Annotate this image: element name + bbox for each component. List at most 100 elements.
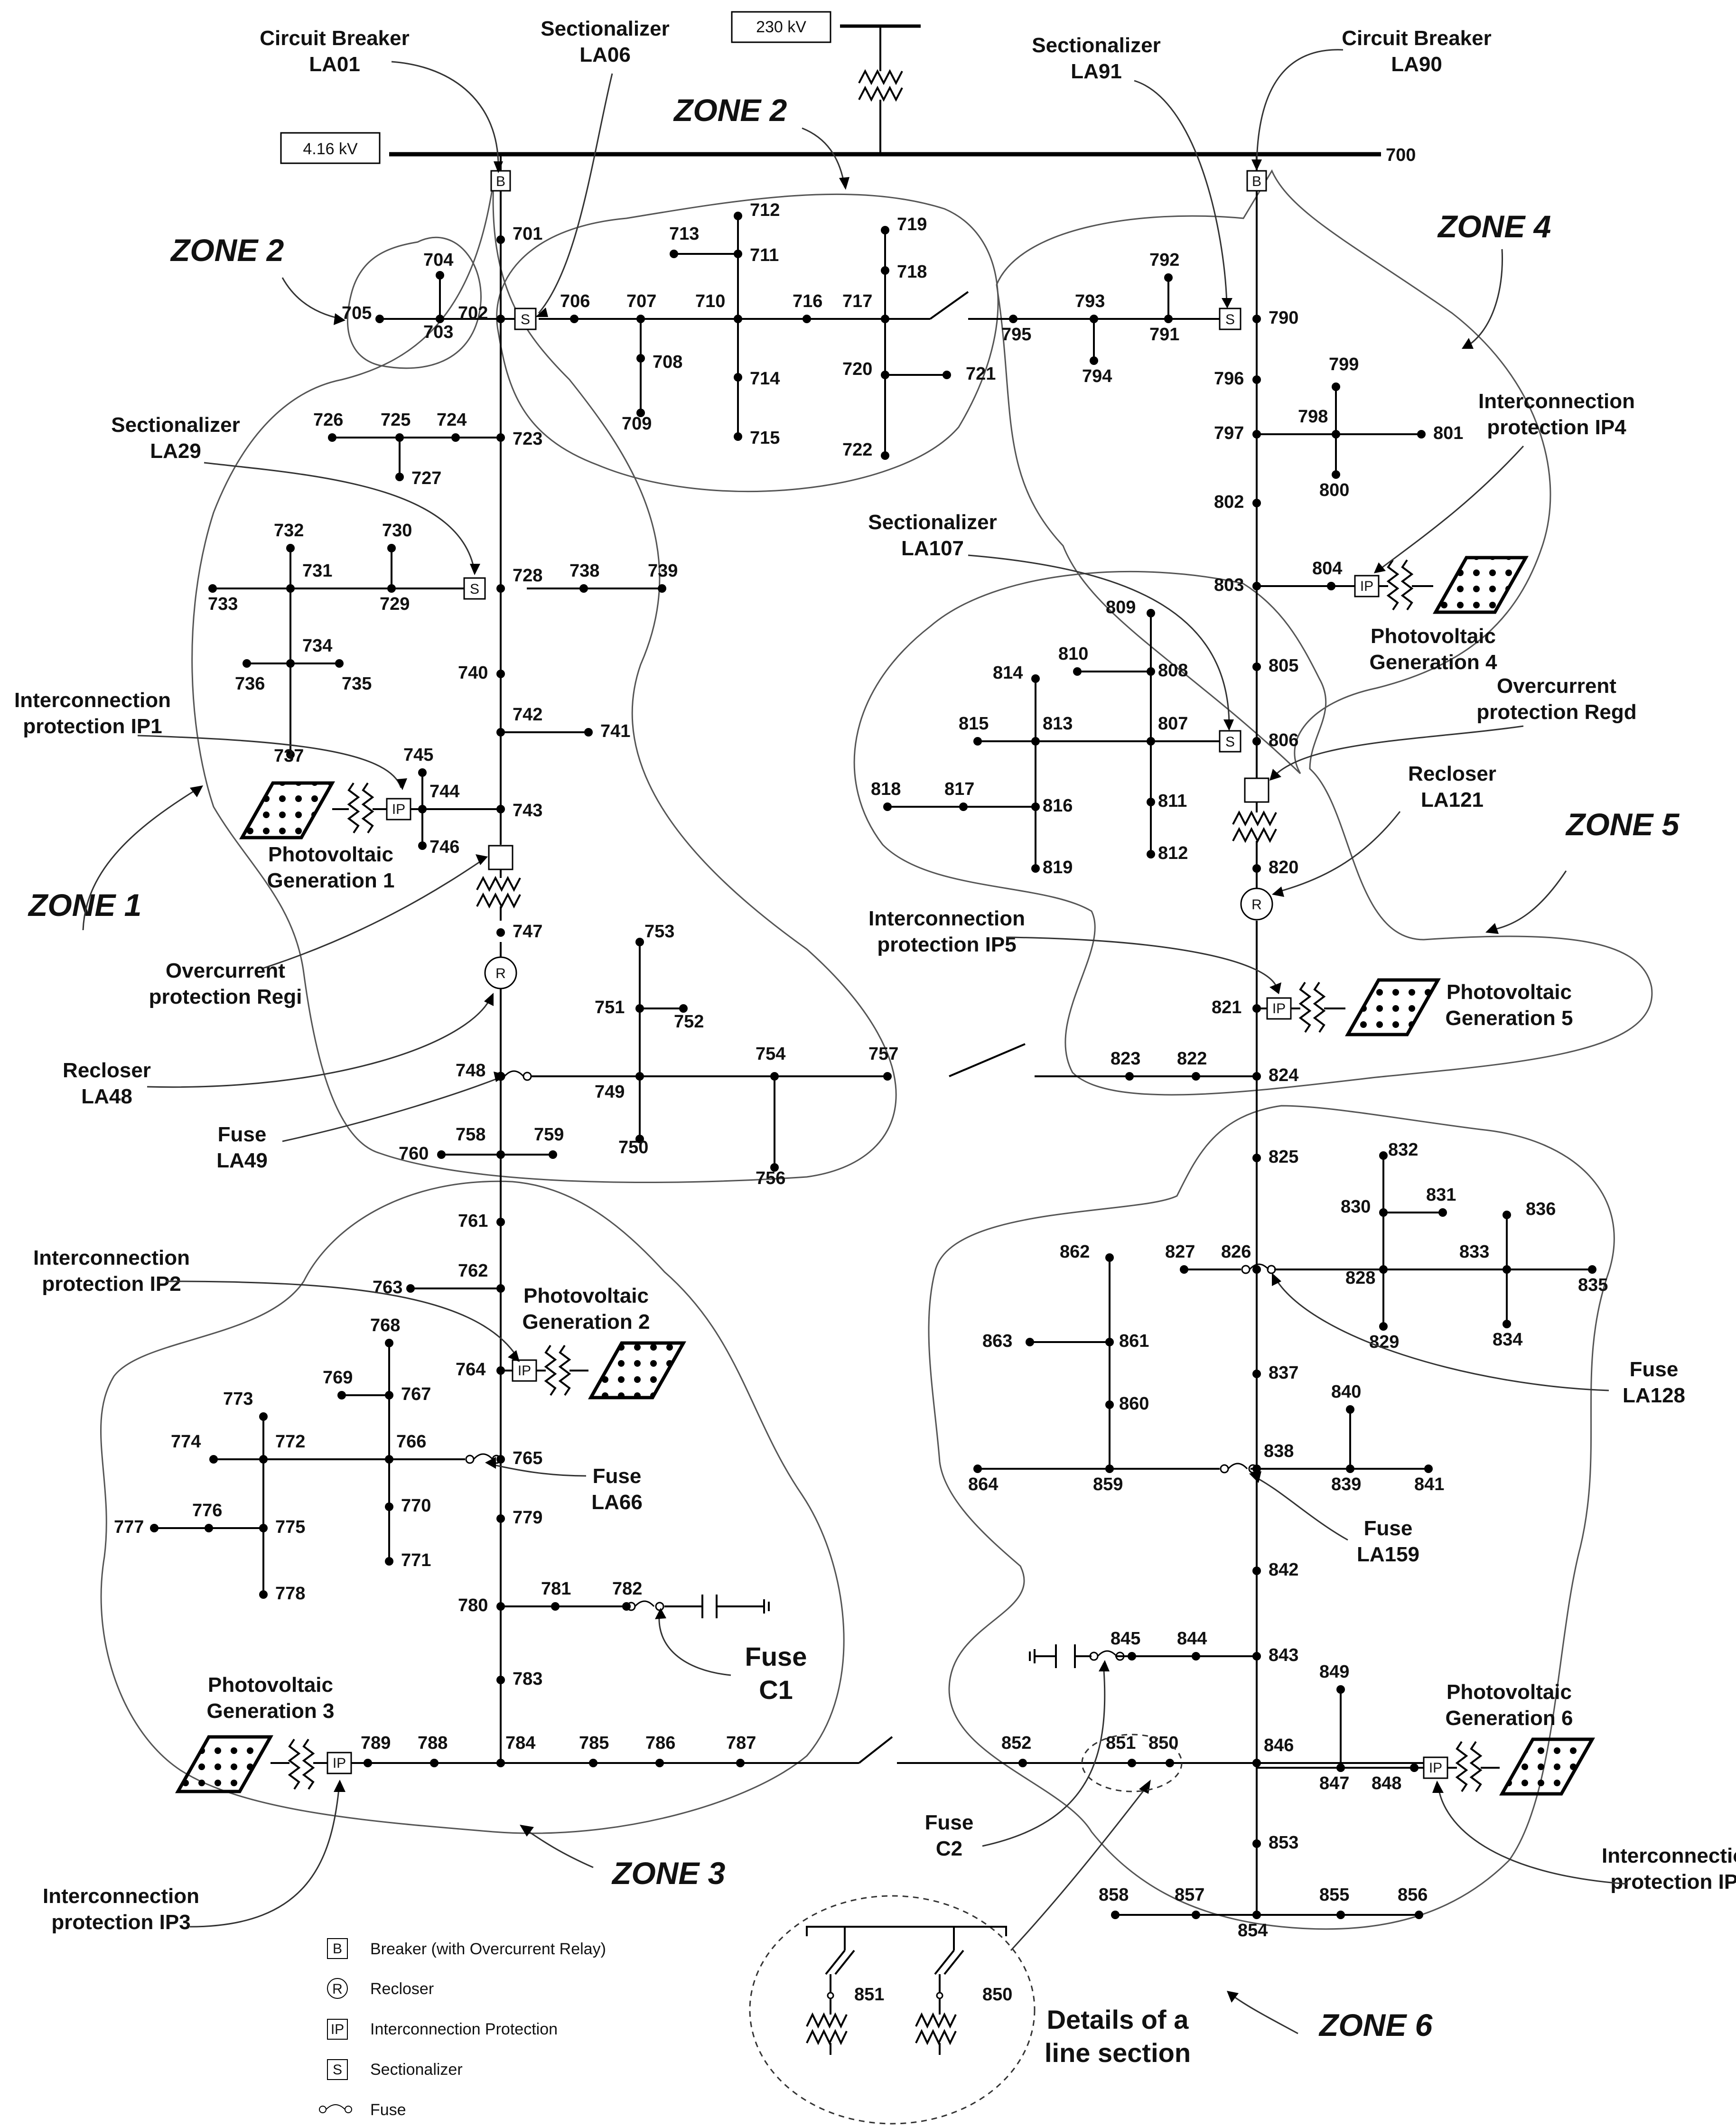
node-label: 700 [1386, 145, 1416, 165]
node-label: 721 [966, 364, 996, 384]
bus-node-828: 828 [1345, 1265, 1388, 1288]
node-dot [570, 315, 579, 323]
zone-5-boundary [853, 570, 1653, 1096]
node-dot [881, 371, 889, 379]
bus-node-822: 822 [1177, 1049, 1207, 1081]
svg-text:LA01: LA01 [309, 53, 360, 76]
node-dot [1417, 430, 1426, 438]
bus-node-784: 784 [496, 1733, 535, 1767]
svg-text:R: R [495, 966, 506, 981]
bus-node-821: 821 [1212, 998, 1261, 1017]
node-label: 822 [1177, 1049, 1207, 1069]
bus-node-774: 774 [171, 1432, 218, 1464]
node-label: 862 [1060, 1242, 1090, 1262]
node-label: 789 [361, 1733, 391, 1753]
node-dot [1026, 1338, 1034, 1346]
node-dot [1164, 273, 1173, 282]
node-dot [881, 266, 889, 275]
bus-node-713: 713 [669, 224, 699, 258]
node-dot [1147, 737, 1155, 746]
bus-node-824: 824 [1252, 1065, 1298, 1085]
node-label: 710 [695, 291, 725, 311]
node-dot [881, 315, 889, 323]
node-dot [496, 928, 505, 937]
node-dot [959, 802, 968, 811]
callout-arrows [82, 49, 1628, 2034]
svg-text:Photovoltaic: Photovoltaic [268, 843, 393, 866]
bus-node-765: 765 [496, 1448, 542, 1468]
node-label: 839 [1331, 1474, 1361, 1494]
bus-node-756: 756 [756, 1163, 785, 1188]
node-dot [1192, 1072, 1200, 1081]
svg-text:Generation 2: Generation 2 [523, 1310, 650, 1334]
bus-node-863: 863 [982, 1331, 1034, 1351]
node-label: 856 [1398, 1885, 1428, 1905]
node-dot [1503, 1211, 1511, 1219]
node-label: 851 [1106, 1733, 1136, 1753]
svg-text:Interconnection: Interconnection [1478, 390, 1635, 413]
bus-node-718: 718 [881, 262, 927, 282]
node-dot [436, 271, 444, 280]
node-dot [943, 371, 951, 379]
node-dot [1379, 1322, 1388, 1331]
bus-node-820: 820 [1252, 858, 1298, 877]
node-label: 790 [1269, 308, 1298, 328]
bus-node-702: 702 [458, 303, 505, 323]
bus-node-738: 738 [569, 561, 599, 593]
node-dot [375, 315, 384, 323]
bus-node-720: 720 [842, 359, 889, 379]
bus-node-864: 864 [968, 1465, 998, 1494]
svg-text:Photovoltaic: Photovoltaic [523, 1284, 649, 1307]
node-label: 835 [1578, 1275, 1608, 1295]
node-dot [1252, 737, 1261, 746]
svg-text:Fuse: Fuse [925, 1811, 974, 1834]
svg-text:protection IP5: protection IP5 [877, 933, 1016, 956]
node-dot [1379, 1208, 1388, 1217]
node-label: 837 [1269, 1363, 1298, 1383]
bus-node-793: 793 [1075, 291, 1105, 323]
node-label: 816 [1043, 796, 1073, 816]
node-dot [1252, 1759, 1261, 1767]
svg-text:B: B [1252, 174, 1261, 189]
bus-node-751: 751 [595, 998, 644, 1017]
node-label: 703 [423, 322, 453, 342]
node-dot [1105, 1253, 1114, 1262]
bus-node-768: 768 [370, 1315, 400, 1347]
bus-node-716: 716 [793, 291, 822, 323]
bus-node-829: 829 [1369, 1322, 1399, 1352]
node-label: 813 [1043, 714, 1073, 734]
legend-item-sectionalizer: S Sectionalizer [327, 2059, 463, 2080]
node-dot [1128, 1652, 1136, 1661]
node-dot [881, 226, 889, 234]
bus-node-791: 791 [1149, 315, 1179, 345]
svg-text:IP: IP [1360, 578, 1373, 594]
svg-text:Recloser: Recloser [370, 1980, 434, 1998]
svg-text:LA06: LA06 [579, 43, 631, 66]
node-dot [635, 1135, 644, 1143]
node-dot [1125, 1072, 1134, 1081]
svg-text:protection IP1: protection IP1 [23, 715, 162, 738]
node-dot [1252, 1911, 1261, 1919]
node-dot [496, 1150, 505, 1159]
bus-node-811: 811 [1147, 791, 1187, 811]
bus-node-835: 835 [1578, 1265, 1608, 1295]
bus-node-781: 781 [541, 1579, 571, 1611]
node-label: 722 [842, 440, 872, 460]
bus-node-726: 726 [313, 410, 343, 442]
node-label: 797 [1214, 423, 1244, 443]
bus-node-707: 707 [626, 291, 656, 323]
bus-node-827: 827 [1165, 1242, 1195, 1274]
zone-5-label: ZONE 5 [1565, 807, 1680, 842]
node-dot [679, 1004, 688, 1013]
node-dot [496, 1759, 505, 1767]
node-label: 762 [458, 1261, 488, 1281]
svg-text:Fuse: Fuse [593, 1465, 642, 1488]
bus-node-712: 712 [734, 200, 780, 220]
bus-node-814: 814 [993, 663, 1040, 683]
node-label: 853 [1269, 1833, 1298, 1853]
